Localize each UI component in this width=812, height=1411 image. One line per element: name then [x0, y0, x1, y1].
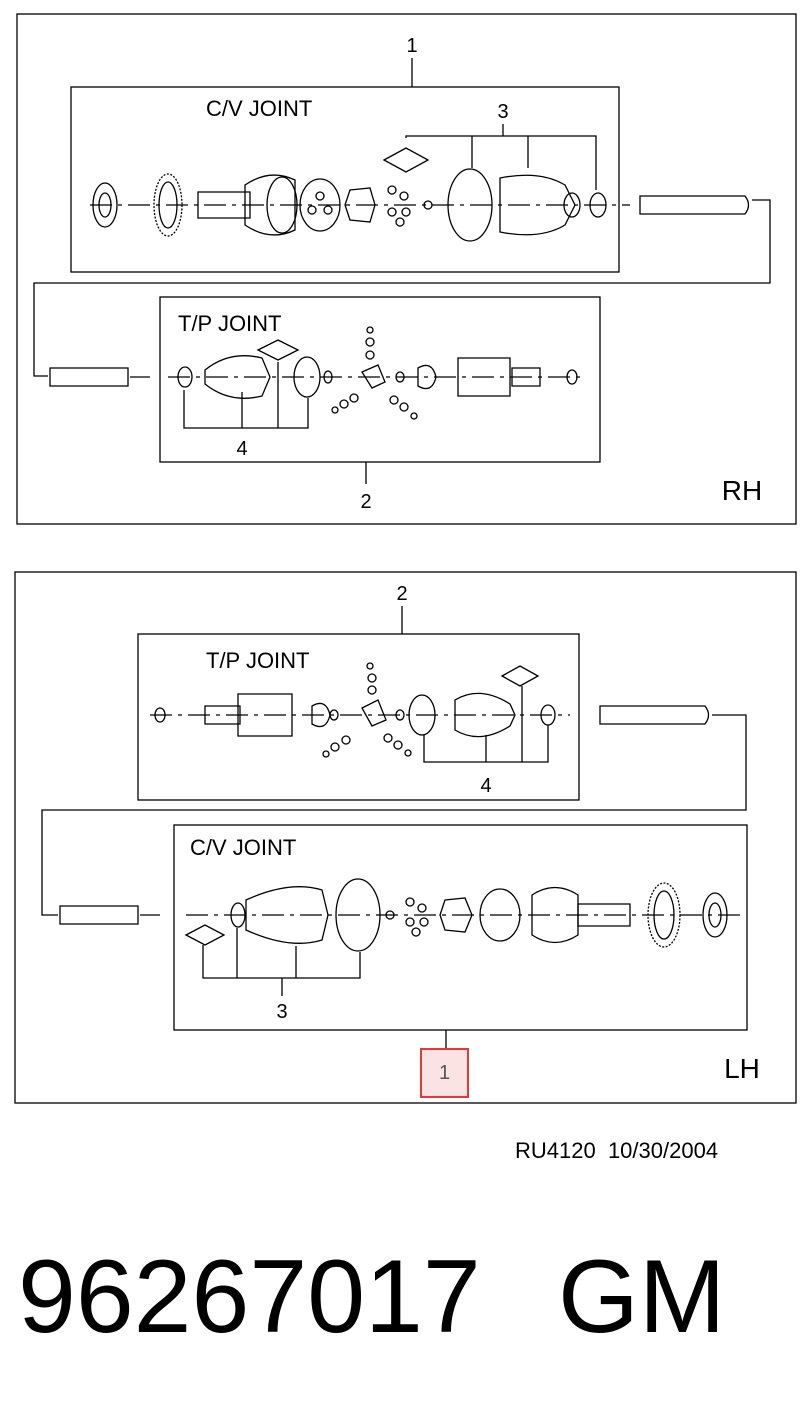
- lh-grease-icon: [184, 924, 226, 946]
- lh-cv-joint-box: [173, 824, 748, 1031]
- lh-assembly-callout-hotspot[interactable]: 1: [420, 1048, 469, 1098]
- rh-cv-outer-race-icon: [244, 174, 296, 236]
- lh-cv-balls-icon: [405, 897, 415, 907]
- lh-cv-callout: 3: [276, 1001, 287, 1023]
- lh-axle-shaft-icon: [599, 705, 710, 725]
- rh-cv-cage-icon: [299, 178, 341, 232]
- lh-cv-inner-race-icon: [439, 897, 473, 933]
- rh-axle-shaft-icon: [639, 195, 750, 215]
- rh-cv-inner-race-icon: [344, 187, 376, 223]
- rh-cv-boot-icon: [499, 174, 576, 236]
- lh-tp-joint-title: T/P JOINT: [206, 648, 310, 673]
- lh-panel-frame: [14, 571, 797, 1104]
- rh-tp-joint-box: [159, 296, 601, 463]
- lh-cv-stub-shaft-icon: [577, 903, 631, 927]
- lh-cv-seal-icon: [702, 892, 728, 938]
- rh-grease-icon: [382, 147, 430, 173]
- lh-cv-joint-group: C/V JOINT 3: [173, 824, 748, 1048]
- rh-tp-parts-callout: 4: [236, 438, 247, 460]
- rh-cv-joint-box: [70, 86, 620, 273]
- part-number: 96267017: [18, 1239, 481, 1355]
- rh-tp-joint-title: T/P JOINT: [178, 311, 282, 336]
- rh-cv-callout: 3: [497, 101, 508, 123]
- lh-cv-clamp-small-icon: [230, 902, 246, 928]
- lh-assembly-callout: 1: [438, 1062, 451, 1084]
- rh-side-label: RH: [722, 475, 762, 506]
- lh-tp-parts-callout: 4: [480, 775, 491, 797]
- rh-panel-frame: [16, 13, 797, 525]
- lh-axle-shaft: [41, 705, 747, 925]
- rh-cv-seal-icon: [92, 182, 118, 228]
- lh-tp-boot-icon: [454, 692, 516, 738]
- rh-cv-clamp-small-icon: [589, 192, 607, 218]
- rh-cv-joint-title: C/V JOINT: [206, 96, 312, 121]
- rh-tp-retainer-icon: [417, 364, 437, 390]
- rh-tp-clamp-small-icon: [177, 366, 193, 388]
- rh-axle-shaft: [33, 195, 771, 387]
- lh-cv-clamp-large-icon: [335, 878, 381, 952]
- lh-side-label: LH: [724, 1053, 760, 1084]
- rh-cv-stub-shaft-icon: [197, 191, 251, 219]
- lh-cv-outer-race-icon: [531, 886, 579, 944]
- rh-cv-balls-icon: [387, 185, 397, 195]
- rh-tp-clamp-large-icon: [293, 356, 321, 398]
- rh-tp-stub-icon: [511, 367, 541, 387]
- rh-tp-grease-icon: [256, 339, 300, 361]
- lh-tp-assembly-callout: 2: [396, 583, 407, 605]
- rh-cv-clamp-large-icon: [447, 168, 493, 242]
- rh-panel: 1 RH C/V JOINT 3: [16, 13, 797, 525]
- rh-tp-spider-icon: [361, 364, 386, 389]
- lh-tp-stub-icon: [204, 705, 241, 725]
- rh-axle-shaft-end-icon: [49, 367, 129, 387]
- lh-tp-joint-group: 2 T/P JOINT 4: [137, 583, 580, 801]
- lh-abs-ring-icon: [647, 882, 681, 948]
- rh-tp-joint-group: T/P JOINT 4 2: [159, 296, 601, 513]
- lh-tp-joint-box: [137, 633, 580, 801]
- lh-tp-clamp-large-icon: [408, 694, 436, 736]
- drawing-reference: RU4120 10/30/2004: [515, 1138, 719, 1163]
- lh-tp-grease-icon: [500, 665, 540, 687]
- rh-tp-assembly-callout: 2: [360, 491, 371, 513]
- lh-axle-shaft-end-icon: [59, 905, 139, 925]
- lh-cv-boot-icon: [245, 886, 329, 944]
- lh-cv-joint-title: C/V JOINT: [190, 835, 296, 860]
- lh-tp-spider-icon: [361, 699, 387, 727]
- rh-abs-ring-icon: [153, 173, 183, 237]
- rh-tp-boot-icon: [204, 355, 271, 399]
- lh-tp-housing-icon: [237, 693, 293, 737]
- lh-cv-cage-icon: [479, 888, 521, 942]
- rh-cv-joint-group: C/V JOINT 3: [70, 86, 630, 273]
- brand-label: GM: [558, 1239, 726, 1355]
- rh-tp-housing-icon: [457, 357, 511, 397]
- lh-panel: LH 2 T/P JOINT 4: [14, 571, 797, 1104]
- rh-assembly-callout: 1: [406, 35, 417, 57]
